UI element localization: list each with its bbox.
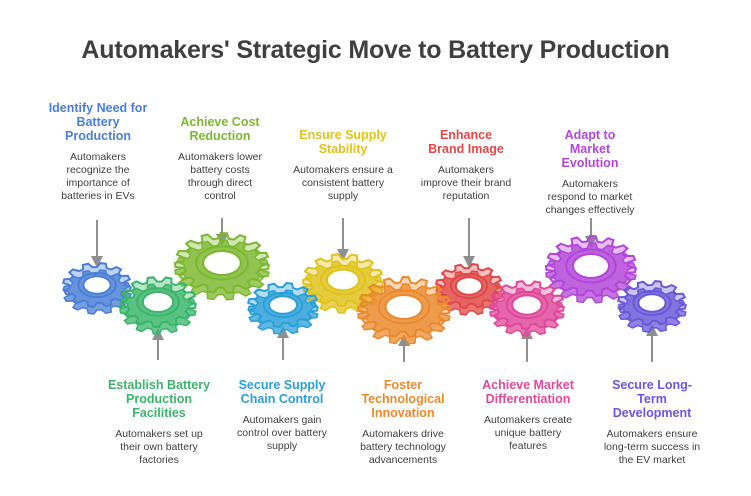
gear-6 (356, 275, 452, 345)
gear-8 (488, 280, 566, 337)
step-title: Secure Long-Term Development (612, 378, 692, 420)
step-title: Enhance Brand Image (428, 128, 504, 156)
step-description: Automakers ensure a consistent battery s… (293, 164, 393, 202)
step-supply-stability: Ensure Supply Stability Automakers ensur… (288, 128, 398, 203)
gear-1 (61, 262, 133, 315)
step-description: Automakers drive battery technology adva… (360, 428, 446, 466)
gear-7 (434, 263, 504, 316)
step-title: Identify Need for Battery Production (48, 101, 148, 143)
step-description: Automakers lower battery costs through d… (177, 151, 263, 202)
step-cost-reduction: Achieve Cost Reduction Automakers lower … (165, 115, 275, 203)
step-market-differentiation: Achieve Market Differentiation Automaker… (472, 378, 584, 453)
step-brand-image: Enhance Brand Image Automakers improve t… (411, 128, 521, 203)
step-title: Establish Battery Production Facilities (107, 378, 211, 420)
step-description: Automakers recognize the importance of b… (61, 151, 135, 202)
gear-3 (173, 231, 271, 301)
gear-2 (118, 276, 198, 335)
step-title: Achieve Market Differentiation (482, 378, 574, 406)
step-title: Adapt to Market Evolution (561, 128, 619, 170)
diagram-title: Automakers' Strategic Move to Battery Pr… (81, 36, 670, 64)
step-description: Automakers set up their own battery fact… (115, 428, 203, 466)
gear-9 (544, 234, 638, 304)
step-description: Automakers ensure long-term success in t… (603, 428, 701, 466)
step-description: Automakers create unique battery feature… (483, 414, 573, 452)
step-description: Automakers improve their brand reputatio… (420, 164, 512, 202)
step-title: Achieve Cost Reduction (180, 115, 260, 143)
step-market-evolution: Adapt to Market Evolution Automakers res… (535, 128, 645, 217)
step-production-facilities: Establish Battery Production Facilities … (103, 378, 215, 467)
gear-10 (616, 280, 688, 333)
gear-4 (246, 282, 320, 335)
step-description: Automakers gain control over battery sup… (237, 414, 327, 452)
step-description: Automakers respond to market changes eff… (545, 178, 635, 216)
step-title: Foster Technological Innovation (361, 378, 445, 420)
step-title: Secure Supply Chain Control (238, 378, 326, 406)
step-long-term-development: Secure Long-Term Development Automakers … (596, 378, 708, 467)
step-identify-need: Identify Need for Battery Production Aut… (43, 101, 153, 203)
step-title: Ensure Supply Stability (299, 128, 387, 156)
step-tech-innovation: Foster Technological Innovation Automake… (348, 378, 458, 467)
step-supply-chain-control: Secure Supply Chain Control Automakers g… (227, 378, 337, 453)
